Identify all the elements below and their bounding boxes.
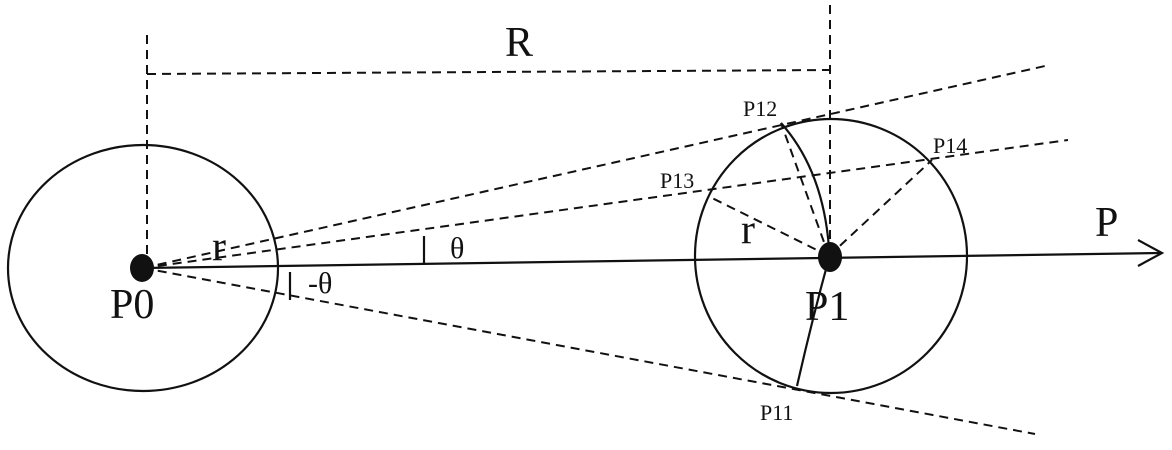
label-p14: P14 <box>933 133 967 158</box>
label-P: P <box>1095 200 1118 246</box>
label-p11: P11 <box>760 400 793 425</box>
arc-p12-p1 <box>780 122 831 249</box>
label-p0: P0 <box>110 282 154 328</box>
label-p1: P1 <box>805 284 849 330</box>
label-r-right: r <box>741 207 755 253</box>
label-p12: P12 <box>743 96 777 121</box>
point-p1-dot <box>818 242 842 272</box>
main-axis-arrowhead <box>1137 239 1165 267</box>
arc-p11-p1 <box>795 257 831 387</box>
distance-R-dimension-line <box>146 69 831 75</box>
label-theta: θ <box>450 232 464 265</box>
main-axis-line <box>142 251 1161 270</box>
segment-p1-p14 <box>828 159 933 257</box>
segment-p1-p12 <box>780 122 830 257</box>
segment-p1-p13 <box>707 195 830 257</box>
ray-through-p13-p14 <box>142 139 1069 269</box>
circle-p0 <box>6 143 280 393</box>
label-r-left: r <box>212 224 226 270</box>
label-neg-theta: -θ <box>308 267 332 300</box>
label-R: R <box>505 20 533 66</box>
label-p13: P13 <box>660 168 694 193</box>
point-p0-dot <box>130 254 154 282</box>
ray-lower-neg-theta <box>142 267 1036 435</box>
ray-upper-theta <box>142 65 1046 269</box>
